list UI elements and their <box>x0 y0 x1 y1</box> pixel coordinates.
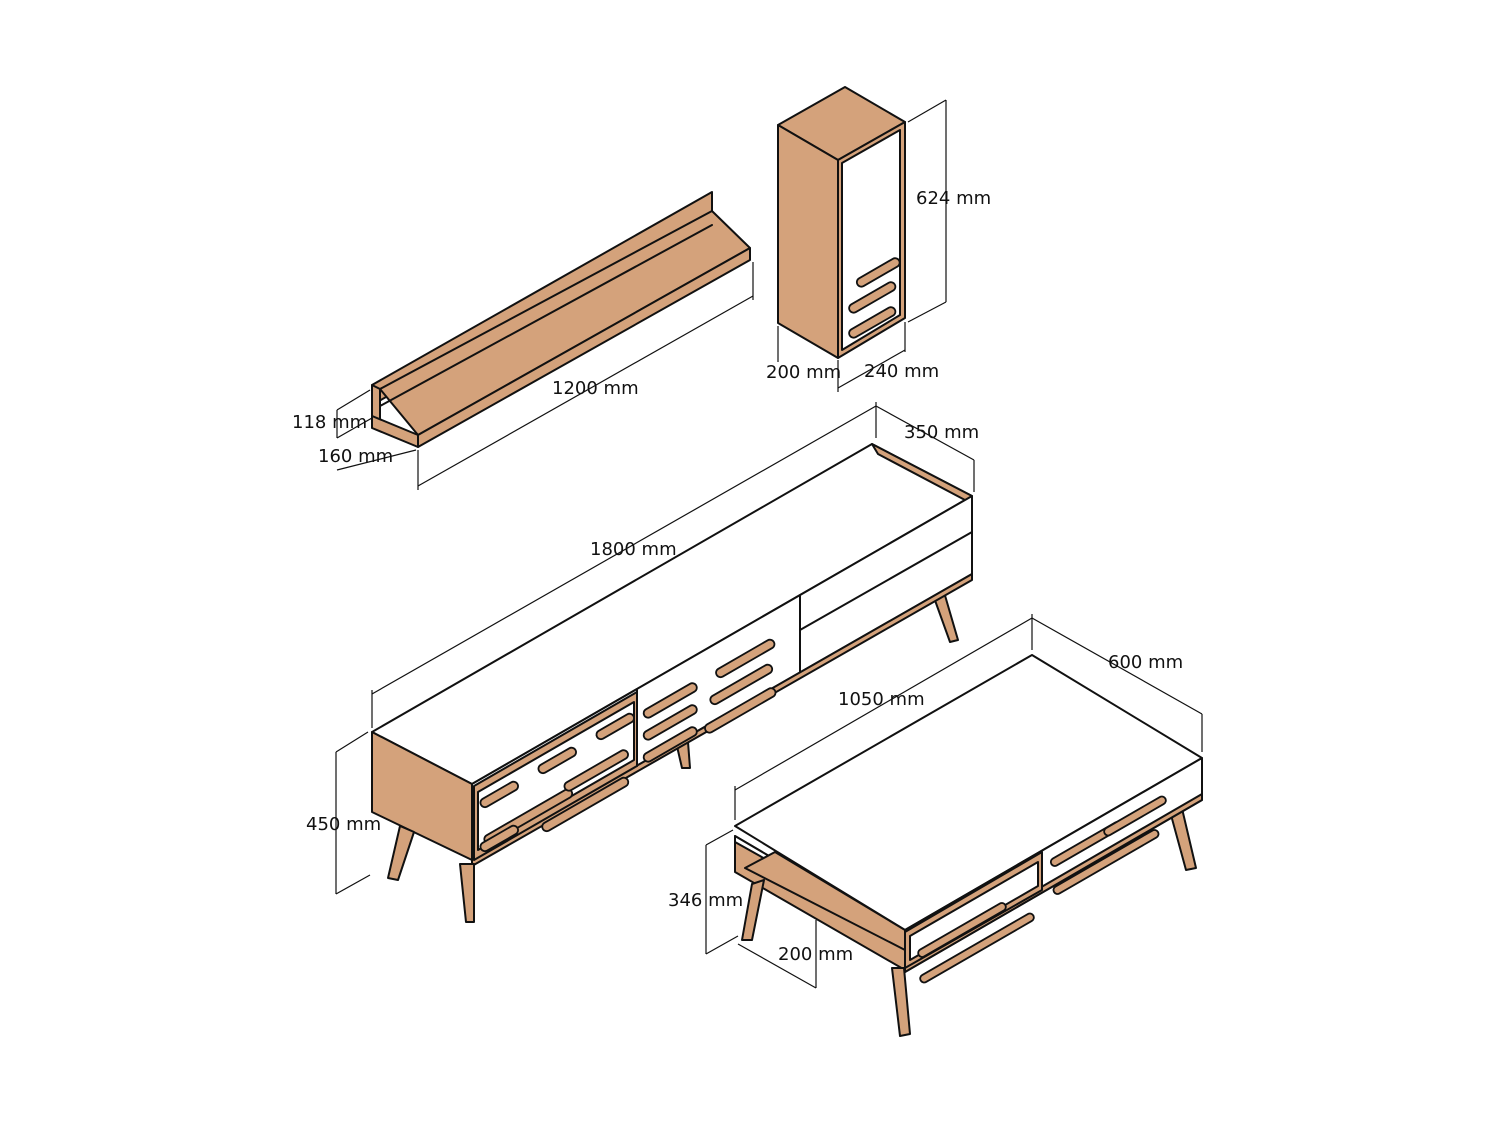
cabinet-depth-label: 200 mm <box>766 362 841 383</box>
tall-cabinet <box>777 86 906 359</box>
coffee-table <box>734 654 1203 1037</box>
table-width-label: 600 mm <box>1108 652 1183 673</box>
tv-front-leg-center <box>459 863 475 923</box>
shelf-length-label: 1200 mm <box>552 378 639 399</box>
tv-stand <box>371 443 973 923</box>
table-dimension-lines <box>705 614 1203 989</box>
cabinet-slot-3 <box>848 306 897 339</box>
cabinet-dimension-lines <box>777 99 947 392</box>
tv-front-leg-left <box>387 825 415 881</box>
cabinet-slot-1 <box>855 257 901 288</box>
tv-drawer-divider <box>799 531 973 631</box>
shelf-front-edge <box>417 247 751 448</box>
table-left-drawer-inner <box>909 861 1039 961</box>
cabinet-height-label: 624 mm <box>916 188 991 209</box>
table-front-leg-left <box>741 879 765 941</box>
table-front-leg-center <box>891 967 911 1037</box>
table-drawer-slots <box>917 795 1167 984</box>
shelf-board-top <box>379 210 751 436</box>
cabinet-side <box>777 124 839 359</box>
tv-middle-door-slots <box>642 638 777 763</box>
table-shelf-depth-label: 200 mm <box>778 944 853 965</box>
shelf-height-label: 118 mm <box>292 412 367 433</box>
wall-shelf <box>371 191 751 448</box>
tv-left-door-inner <box>477 701 635 851</box>
shelf-depth-label: 160 mm <box>318 446 393 467</box>
cabinet-slot-2 <box>848 281 897 314</box>
tv-dimension-lines <box>335 402 975 895</box>
tv-left-door-slots <box>479 712 635 853</box>
shelf-dimension-lines <box>336 262 754 490</box>
shelf-left-end <box>371 384 381 421</box>
tv-depth-label: 350 mm <box>904 422 979 443</box>
tv-height-label: 450 mm <box>306 814 381 835</box>
shelf-back-line <box>379 224 713 407</box>
table-height-label: 346 mm <box>668 890 743 911</box>
cabinet-width-label: 240 mm <box>864 361 939 382</box>
tv-length-label: 1800 mm <box>590 539 677 560</box>
table-length-label: 1050 mm <box>838 689 925 710</box>
